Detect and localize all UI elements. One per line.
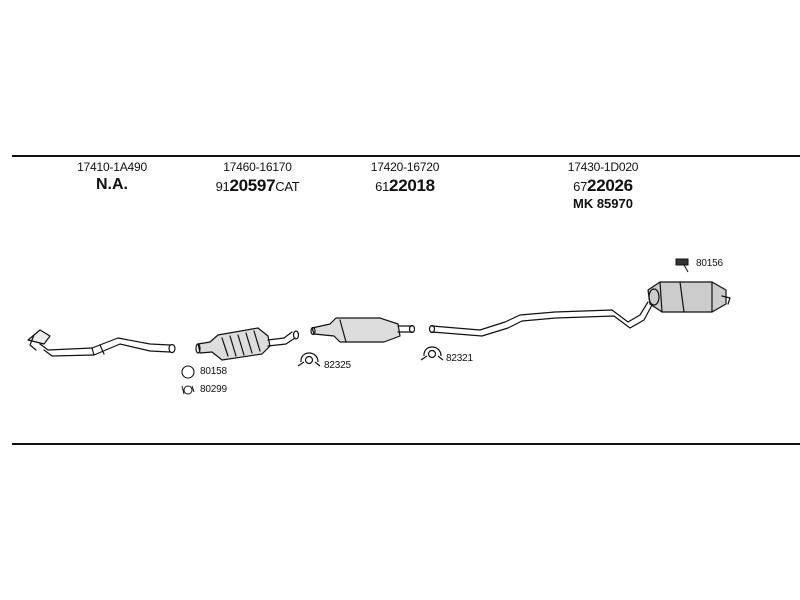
catalytic-converter bbox=[195, 327, 300, 361]
part-number: 17420-16720 bbox=[370, 160, 440, 174]
rear-silencer bbox=[647, 281, 731, 313]
reference-number: 6722026 bbox=[548, 176, 658, 196]
gasket-ring bbox=[181, 365, 195, 379]
ring-part-label: 80158 bbox=[200, 366, 227, 377]
reference-main: 22018 bbox=[389, 176, 435, 195]
clamp-rear-part-label: 82321 bbox=[446, 353, 473, 364]
bolt-part-label: 80299 bbox=[200, 384, 227, 395]
intermediate-pipe bbox=[428, 301, 653, 337]
column-catalytic-converter: 17460-16170 9120597CAT bbox=[200, 160, 315, 196]
bolt bbox=[181, 385, 195, 395]
part-number: 17410-1A490 bbox=[77, 160, 147, 174]
reference-prefix: 91 bbox=[215, 179, 230, 194]
part-number: 17430-1D020 bbox=[567, 160, 639, 174]
reference-text: N.A. bbox=[96, 176, 128, 193]
reference-number: 6122018 bbox=[355, 176, 455, 196]
column-middle-silencer: 17420-16720 6122018 bbox=[355, 160, 455, 196]
reference-number: 9120597CAT bbox=[200, 176, 315, 196]
part-number: 17460-16170 bbox=[223, 160, 292, 174]
mk-reference: MK 85970 bbox=[573, 196, 633, 211]
clamp-front-part-label: 82325 bbox=[324, 360, 351, 371]
clamp-rear bbox=[420, 346, 444, 361]
column-front-pipe: 17410-1A490 N.A. bbox=[62, 160, 162, 194]
reference-main: 22026 bbox=[587, 176, 633, 195]
clamp-front bbox=[297, 352, 321, 367]
reference-main: 20597 bbox=[229, 176, 276, 195]
bottom-divider bbox=[12, 443, 800, 445]
hanger-part-label: 80156 bbox=[696, 258, 723, 269]
top-divider bbox=[12, 155, 800, 157]
front-pipe bbox=[27, 329, 176, 357]
reference-suffix: CAT bbox=[275, 179, 300, 194]
reference-prefix: 67 bbox=[573, 179, 588, 194]
reference-prefix: 61 bbox=[375, 179, 390, 194]
column-rear-silencer: 17430-1D020 6722026 MK 85970 bbox=[548, 160, 658, 211]
rubber-hanger bbox=[675, 258, 689, 273]
middle-silencer bbox=[310, 317, 416, 343]
